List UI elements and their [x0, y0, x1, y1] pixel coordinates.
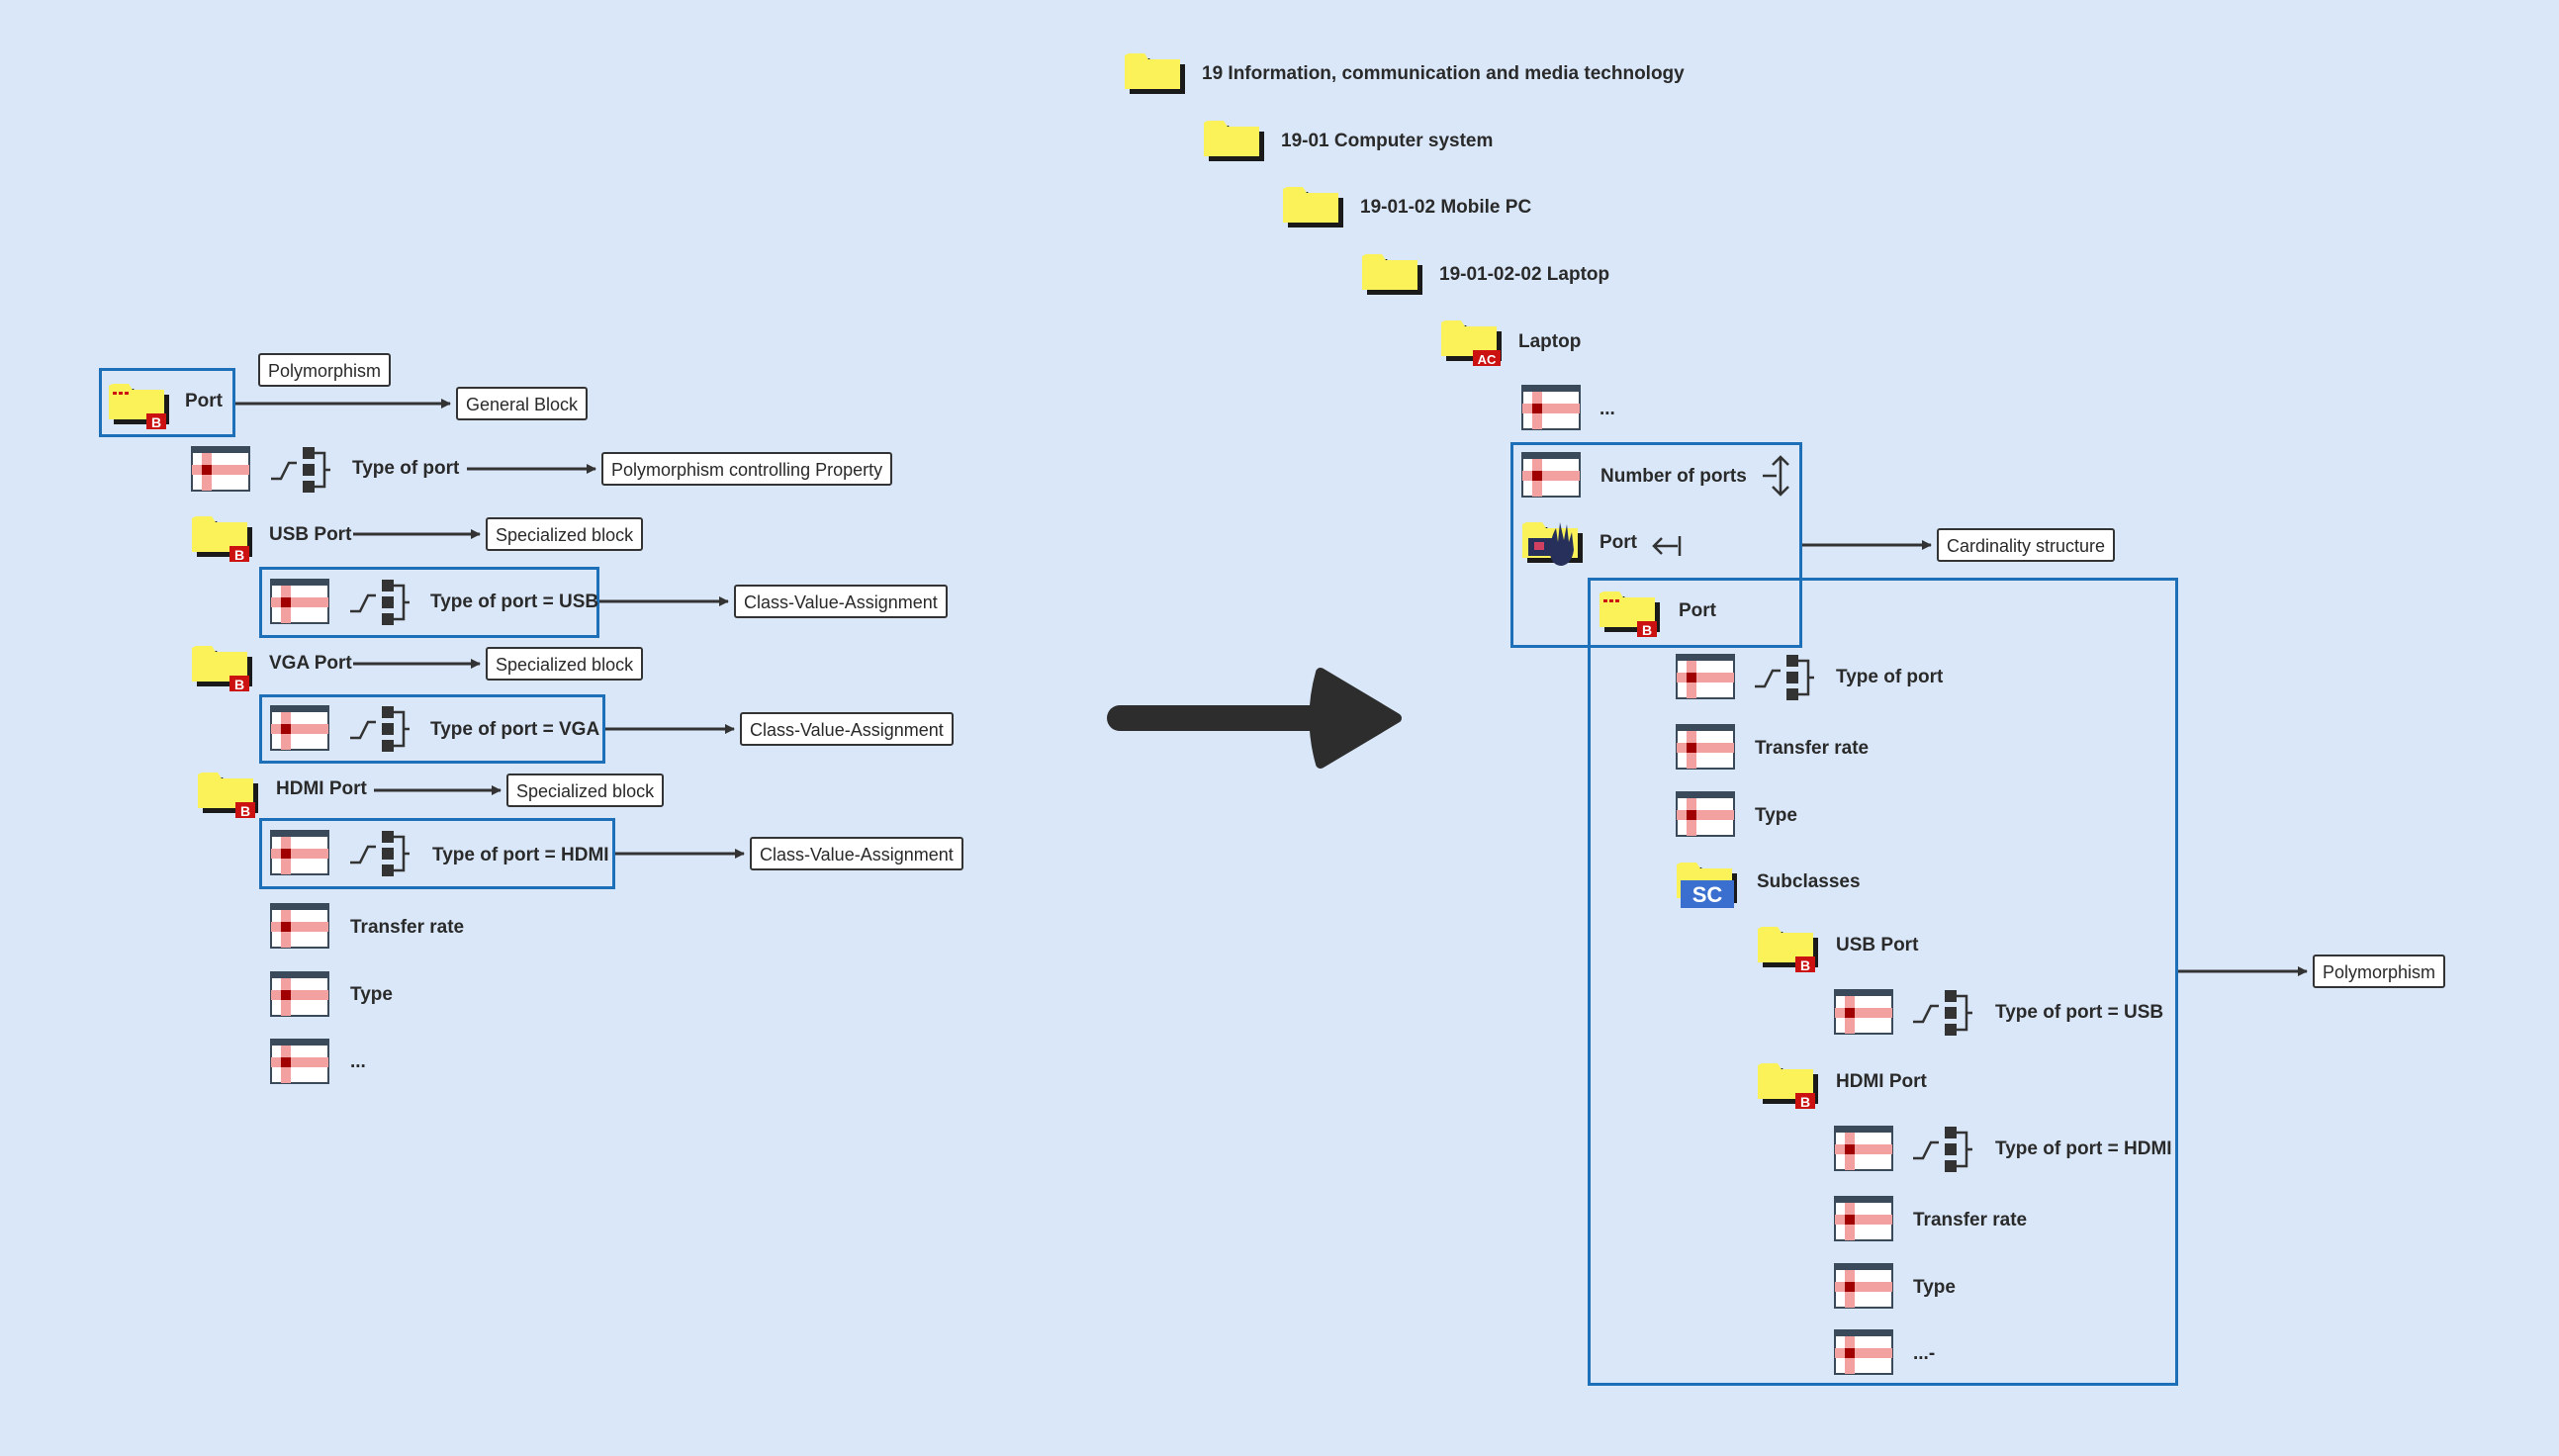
property-icon[interactable] — [190, 443, 253, 497]
controlling-property-icon — [350, 580, 410, 625]
right-ellipsis-2-label[interactable]: ...- — [1913, 1343, 1936, 1364]
controlling-property-icon — [350, 831, 410, 876]
block-folder-icon[interactable]: B — [196, 765, 259, 818]
property-icon[interactable] — [1675, 651, 1738, 704]
property-icon[interactable] — [1833, 1326, 1896, 1380]
svg-text:B: B — [240, 803, 250, 818]
back-reference-icon — [1652, 536, 1682, 556]
property-icon[interactable] — [269, 576, 332, 629]
block-folder-icon[interactable]: B — [1756, 1055, 1819, 1109]
category-19-01-label[interactable]: 19-01 Computer system — [1281, 131, 1494, 151]
category-19-01-02-02-label[interactable]: 19-01-02-02 Laptop — [1439, 264, 1610, 285]
note-controlling-property[interactable]: Polymorphism controlling Property — [601, 452, 893, 486]
category-19-label[interactable]: 19 Information, communication and media … — [1202, 63, 1685, 84]
type-label[interactable]: Type — [350, 984, 393, 1005]
svg-text:SC: SC — [1692, 882, 1723, 907]
svg-text:B: B — [1642, 622, 1652, 637]
block-folder-icon[interactable]: B — [1598, 584, 1661, 637]
subclasses-label[interactable]: Subclasses — [1757, 871, 1861, 892]
selection-cardinality-group[interactable] — [1510, 442, 1802, 648]
property-icon[interactable] — [1520, 449, 1584, 502]
folder-icon[interactable] — [1360, 246, 1423, 300]
property-icon[interactable] — [269, 827, 332, 880]
hdmi-port-label[interactable]: HDMI Port — [276, 778, 367, 799]
svg-text:B: B — [234, 677, 244, 691]
svg-text:B: B — [1800, 957, 1810, 972]
controlling-property-icon — [1755, 655, 1814, 700]
svg-text:B: B — [1800, 1094, 1810, 1109]
port-reference-label[interactable]: Port — [1599, 532, 1637, 553]
type-vga-label[interactable]: Type of port = VGA — [430, 719, 600, 740]
selection-type-usb[interactable] — [259, 567, 599, 638]
selection-port-subtree[interactable] — [1588, 578, 2178, 1386]
folder-icon[interactable] — [1202, 113, 1265, 166]
note-general-block[interactable]: General Block — [456, 387, 589, 420]
cardinality-icon — [1763, 455, 1789, 497]
property-icon[interactable] — [1833, 1193, 1896, 1246]
note-specialized-hdmi[interactable]: Specialized block — [506, 774, 665, 807]
block-folder-icon[interactable]: B — [190, 508, 253, 562]
subclasses-folder-icon[interactable]: SC — [1675, 855, 1738, 908]
transfer-rate-label[interactable]: Transfer rate — [350, 917, 465, 938]
note-cva-hdmi[interactable]: Class-Value-Assignment — [750, 837, 963, 870]
right-type-hdmi-label[interactable]: Type of port = HDMI — [1995, 1138, 2172, 1159]
controlling-property-icon — [1913, 990, 1972, 1036]
right-transfer-rate-label[interactable]: Transfer rate — [1755, 738, 1870, 759]
folder-icon[interactable] — [1281, 179, 1344, 232]
usb-port-label[interactable]: USB Port — [269, 524, 352, 545]
note-polymorphism-right[interactable]: Polymorphism — [2313, 955, 2446, 988]
right-type-2-label[interactable]: Type — [1913, 1277, 1956, 1298]
block-folder-icon[interactable]: B — [107, 376, 170, 429]
right-type-label[interactable]: Type — [1755, 805, 1797, 826]
big-transform-arrow — [1107, 668, 1402, 769]
category-19-01-02-label[interactable]: 19-01-02 Mobile PC — [1360, 197, 1532, 218]
right-usb-port-label[interactable]: USB Port — [1836, 935, 1919, 956]
property-icon[interactable] — [269, 1036, 332, 1089]
type-of-port-label[interactable]: Type of port — [352, 458, 460, 479]
note-cva-vga[interactable]: Class-Value-Assignment — [740, 712, 954, 746]
port-block-label[interactable]: Port — [1679, 600, 1716, 621]
property-icon[interactable] — [1833, 1123, 1896, 1176]
note-polymorphism-left[interactable]: Polymorphism — [258, 353, 392, 387]
number-of-ports-label[interactable]: Number of ports — [1600, 466, 1747, 487]
laptop-label[interactable]: Laptop — [1518, 331, 1582, 352]
property-icon[interactable] — [1675, 788, 1738, 842]
type-usb-label[interactable]: Type of port = USB — [430, 592, 599, 612]
property-icon[interactable] — [269, 900, 332, 954]
right-hdmi-port-label[interactable]: HDMI Port — [1836, 1071, 1927, 1092]
ellipsis-label[interactable]: ... — [350, 1051, 366, 1072]
vga-port-label[interactable]: VGA Port — [269, 653, 352, 674]
port-label[interactable]: Port — [185, 391, 223, 411]
controlling-property-icon — [1913, 1127, 1972, 1172]
application-class-folder-icon[interactable]: AC — [1439, 313, 1503, 366]
selection-port[interactable] — [99, 368, 235, 437]
svg-text:AC: AC — [1478, 352, 1497, 366]
folder-icon[interactable] — [1123, 46, 1186, 99]
property-icon[interactable] — [1833, 1260, 1896, 1314]
selection-type-vga[interactable] — [259, 694, 605, 764]
right-transfer-rate-2-label[interactable]: Transfer rate — [1913, 1210, 2028, 1230]
controlling-property-icon — [271, 447, 330, 493]
note-specialized-vga[interactable]: Specialized block — [486, 647, 644, 681]
note-cardinality-structure[interactable]: Cardinality structure — [1937, 528, 2116, 562]
note-specialized-usb[interactable]: Specialized block — [486, 517, 644, 551]
property-icon[interactable] — [1833, 986, 1896, 1040]
note-cva-usb[interactable]: Class-Value-Assignment — [734, 585, 948, 618]
type-hdmi-label[interactable]: Type of port = HDMI — [432, 845, 609, 865]
property-icon[interactable] — [269, 968, 332, 1022]
property-icon[interactable] — [1675, 721, 1738, 774]
block-folder-icon[interactable]: B — [1756, 919, 1819, 972]
svg-text:B: B — [234, 547, 244, 562]
right-type-usb-label[interactable]: Type of port = USB — [1995, 1002, 2164, 1023]
controlling-property-icon — [350, 706, 410, 752]
reference-folder-icon[interactable] — [1520, 514, 1584, 568]
property-icon[interactable] — [269, 702, 332, 756]
block-folder-icon[interactable]: B — [190, 638, 253, 691]
right-type-of-port-label[interactable]: Type of port — [1836, 667, 1944, 687]
laptop-ellipsis-label[interactable]: ... — [1599, 399, 1615, 419]
svg-text:B: B — [151, 414, 161, 429]
selection-type-hdmi[interactable] — [259, 818, 615, 889]
property-icon[interactable] — [1520, 382, 1584, 435]
